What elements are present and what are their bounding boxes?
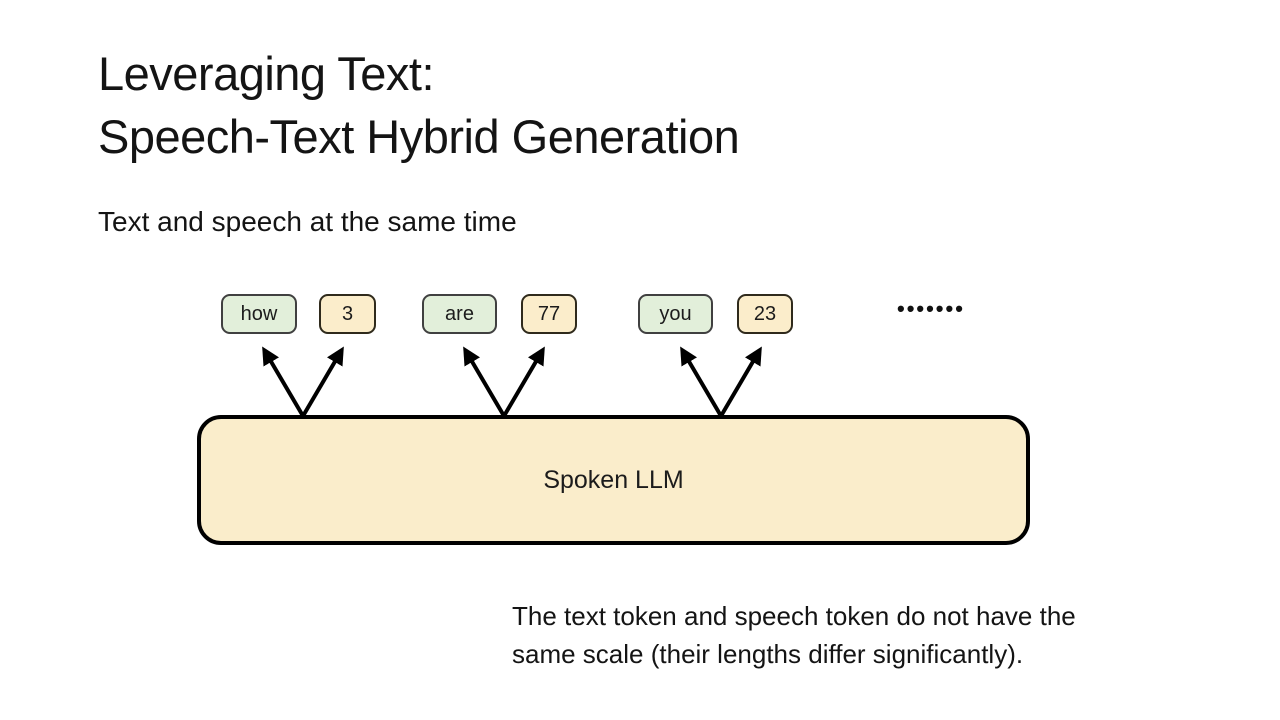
ellipsis-dots: ••••••• xyxy=(897,296,965,321)
token-box-are: are xyxy=(422,294,497,334)
arrow-to-23 xyxy=(719,346,762,418)
spoken-llm-box: Spoken LLM xyxy=(197,415,1030,545)
slide-title: Leveraging Text: Speech-Text Hybrid Gene… xyxy=(98,42,740,168)
subtitle: Text and speech at the same time xyxy=(98,206,517,237)
caption-line1: The text token and speech token do not h… xyxy=(512,601,1076,631)
token-label: 77 xyxy=(537,302,561,325)
arrow-to-how xyxy=(262,346,305,418)
token-box-23: 23 xyxy=(737,294,793,334)
token-label: how xyxy=(240,302,278,325)
token-box-3: 3 xyxy=(319,294,376,334)
caption: The text token and speech token do not h… xyxy=(512,597,1076,673)
token-box-you: you xyxy=(638,294,713,334)
token-label: are xyxy=(445,302,474,325)
token-box-77: 77 xyxy=(521,294,577,334)
arrow-to-77 xyxy=(502,346,545,418)
arrow-to-3 xyxy=(301,346,344,418)
token-label: you xyxy=(659,302,692,325)
arrow-to-are xyxy=(463,346,506,418)
spoken-llm-label: Spoken LLM xyxy=(543,465,684,494)
arrow-to-you xyxy=(680,346,723,418)
token-label: 23 xyxy=(753,302,777,325)
slide-title-line2: Speech-Text Hybrid Generation xyxy=(98,110,740,163)
token-box-how: how xyxy=(221,294,297,334)
caption-line2: same scale (their lengths differ signifi… xyxy=(512,639,1024,669)
slide-title-line1: Leveraging Text: xyxy=(98,47,435,100)
token-label: 3 xyxy=(341,302,354,325)
